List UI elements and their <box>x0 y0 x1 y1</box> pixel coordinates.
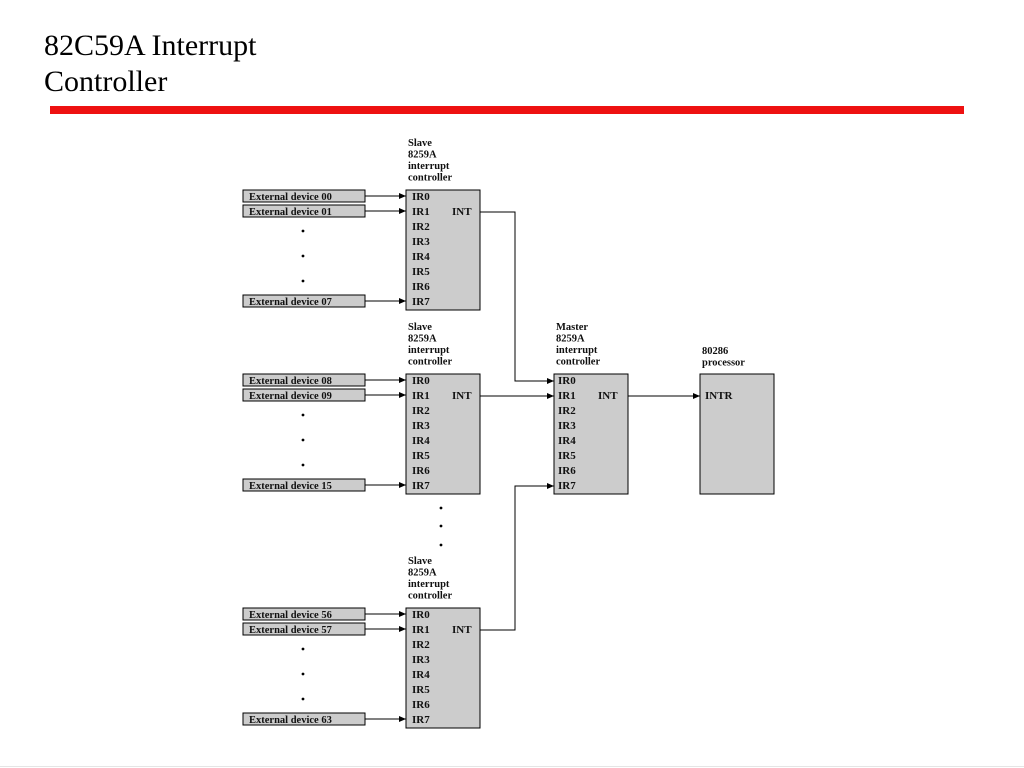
slave-2-caption-line-1: 8259A <box>408 568 437 579</box>
slave-0-pin-ir0: IR0 <box>412 191 430 203</box>
slave-2-pin-ir5: IR5 <box>412 684 430 696</box>
title-rule <box>50 106 964 114</box>
slave-1-pin-ir4: IR4 <box>412 435 430 447</box>
slave-1-caption-line-2: interrupt <box>408 345 450 356</box>
slave-1-pin-ir2: IR2 <box>412 405 430 417</box>
master-pin-ir3: IR3 <box>558 420 576 432</box>
master-caption-line-2: interrupt <box>556 345 598 356</box>
ellipsis-dot <box>301 697 305 701</box>
master-pin-ir5: IR5 <box>558 450 576 462</box>
master-pin-ir1: IR1 <box>558 390 576 402</box>
slave-0-pin-ir3: IR3 <box>412 236 430 248</box>
slave-2-int-label: INT <box>452 624 472 636</box>
slave-0-pin-ir7: IR7 <box>412 296 430 308</box>
ellipsis-dot <box>301 229 305 233</box>
master-box <box>553 373 629 495</box>
external-device-label: External device 01 <box>249 207 332 218</box>
external-device-label: External device 08 <box>249 376 332 387</box>
ellipsis-dot <box>301 463 305 467</box>
slave-0-box <box>405 189 481 311</box>
external-device-label: External device 09 <box>249 391 332 402</box>
ellipsis-dot <box>301 279 305 283</box>
slave-0-caption-line-2: interrupt <box>408 161 450 172</box>
slave-1-pin-ir1: IR1 <box>412 390 430 402</box>
master-int-label: INT <box>598 390 618 402</box>
slave-0-pin-ir2: IR2 <box>412 221 430 233</box>
slave-1-pin-ir0: IR0 <box>412 375 430 387</box>
processor-caption-line-1: processor <box>702 358 745 369</box>
processor-pin-intr: INTR <box>705 390 734 402</box>
ellipsis-dot <box>301 647 305 651</box>
slave-0-pin-ir6: IR6 <box>412 281 430 293</box>
master-pin-ir2: IR2 <box>558 405 576 417</box>
processor-caption-line-0: 80286 <box>702 346 728 357</box>
slide-title-line1: 82C59A Interrupt <box>44 29 257 62</box>
slide-title-line2: Controller <box>44 65 168 98</box>
external-device-label: External device 00 <box>249 192 332 203</box>
ellipsis-dot <box>301 413 305 417</box>
master-controller: Master8259AinterruptcontrollerIR0IR1IR2I… <box>553 322 629 495</box>
slave-0-caption-line-3: controller <box>408 173 452 184</box>
external-device-label: External device 15 <box>249 481 332 492</box>
slave-2-box <box>405 607 481 729</box>
master-caption-line-0: Master <box>556 322 588 333</box>
slave-0-caption-line-1: 8259A <box>408 150 437 161</box>
slave-2-pin-ir6: IR6 <box>412 699 430 711</box>
master-pin-ir6: IR6 <box>558 465 576 477</box>
slave-1-pin-ir3: IR3 <box>412 420 430 432</box>
slave-2-pin-ir2: IR2 <box>412 639 430 651</box>
slave-0-pin-ir4: IR4 <box>412 251 430 263</box>
slave-2-caption-line-2: interrupt <box>408 579 450 590</box>
slave-controller-1: Slave8259AinterruptcontrollerIR0IR1IR2IR… <box>242 322 481 495</box>
slave-2-pin-ir1: IR1 <box>412 624 430 636</box>
master-pin-ir4: IR4 <box>558 435 576 447</box>
slave-1-pin-ir7: IR7 <box>412 480 430 492</box>
slave-2-caption-line-0: Slave <box>408 556 432 567</box>
master-pin-ir0: IR0 <box>558 375 576 387</box>
slave-2-caption-line-3: controller <box>408 591 452 602</box>
slave-1-caption-line-3: controller <box>408 357 452 368</box>
ellipsis-dot <box>301 438 305 442</box>
master-caption-line-1: 8259A <box>556 334 585 345</box>
slave0-to-master-ir0 <box>480 211 554 384</box>
slave7-to-master-ir7 <box>480 483 554 631</box>
slave-0-pin-ir1: IR1 <box>412 206 430 218</box>
slide-title: 82C59A Interrupt Controller <box>44 28 256 100</box>
external-device-label: External device 63 <box>249 715 332 726</box>
external-device-label: External device 57 <box>249 625 332 636</box>
bottom-divider <box>0 766 1024 767</box>
slave-controller-0: Slave8259AinterruptcontrollerIR0IR1IR2IR… <box>242 138 481 311</box>
external-device-label: External device 56 <box>249 610 332 621</box>
slave-2-pin-ir4: IR4 <box>412 669 430 681</box>
slave-1-caption-line-1: 8259A <box>408 334 437 345</box>
ellipsis-dot <box>439 506 443 510</box>
ellipsis-dot <box>439 543 443 547</box>
processor-box <box>699 373 775 495</box>
ellipsis-dot <box>301 254 305 258</box>
slave-0-caption-line-0: Slave <box>408 138 432 149</box>
ellipsis-dot <box>439 524 443 528</box>
slave-2-pin-ir0: IR0 <box>412 609 430 621</box>
master-pin-ir7: IR7 <box>558 480 576 492</box>
slave-1-pin-ir6: IR6 <box>412 465 430 477</box>
slave-1-box <box>405 373 481 495</box>
external-device-label: External device 07 <box>249 297 332 308</box>
slave-0-pin-ir5: IR5 <box>412 266 430 278</box>
slave-1-int-label: INT <box>452 390 472 402</box>
slave-0-int-label: INT <box>452 206 472 218</box>
connections <box>480 211 700 631</box>
ellipsis-dot <box>301 672 305 676</box>
slave-controller-2: Slave8259AinterruptcontrollerIR0IR1IR2IR… <box>242 556 481 729</box>
slave-2-pin-ir7: IR7 <box>412 714 430 726</box>
slave-1-pin-ir5: IR5 <box>412 450 430 462</box>
slave-1-caption-line-0: Slave <box>408 322 432 333</box>
slave-2-pin-ir3: IR3 <box>412 654 430 666</box>
master-caption-line-3: controller <box>556 357 600 368</box>
